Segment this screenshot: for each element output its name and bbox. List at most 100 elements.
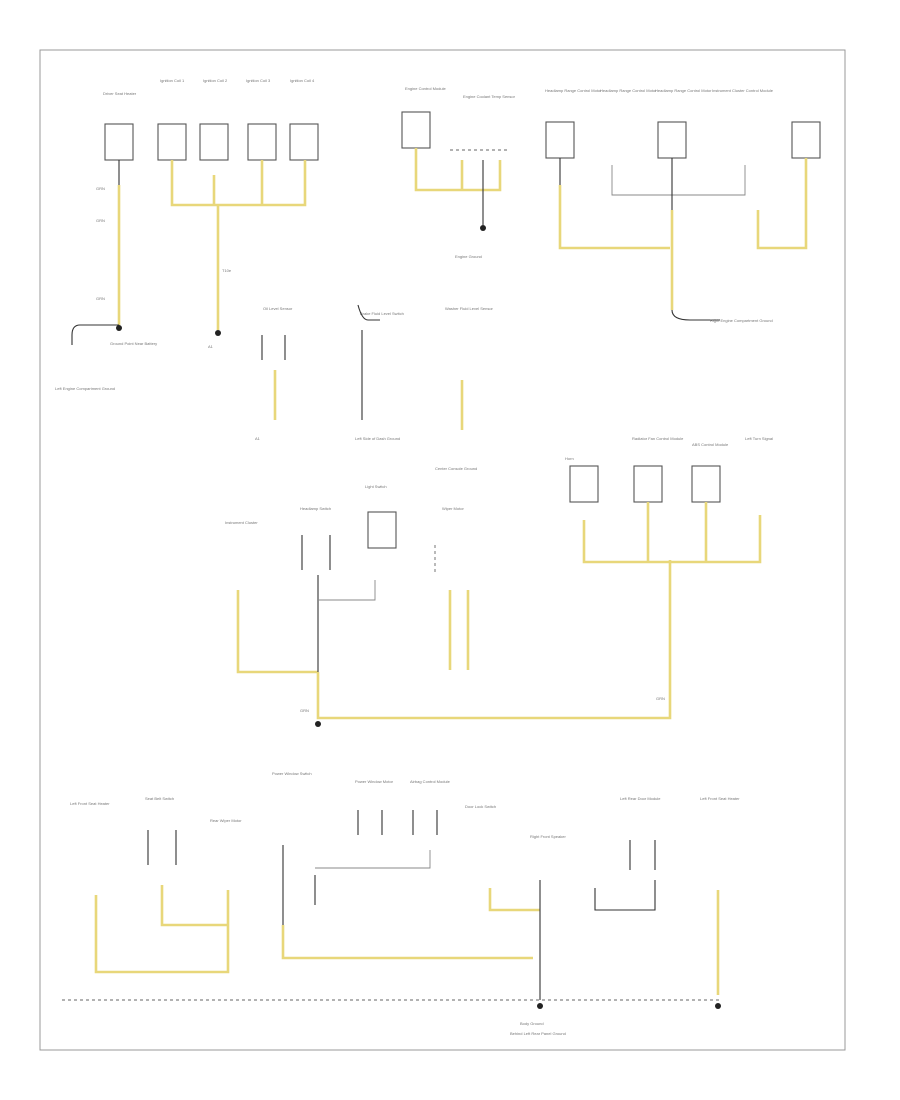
component-box [199, 123, 229, 161]
wire [756, 158, 808, 250]
component-label: Ignition Coil 3 [246, 78, 271, 83]
component-label: Instrument Cluster [225, 520, 258, 525]
component-box [104, 123, 134, 161]
connector-outline [301, 535, 331, 570]
diagram-frame [39, 49, 846, 1051]
ground-symbol [116, 325, 122, 331]
component-box [247, 123, 277, 161]
component-label: Headlamp Range Control Motor [600, 88, 657, 93]
wire [160, 885, 228, 927]
wire-label: GRN [96, 186, 105, 191]
wire [71, 324, 119, 345]
connector-outline [147, 830, 177, 865]
wire [594, 880, 656, 911]
component-label: Engine Control Module [405, 86, 446, 91]
top-middle-group: Engine Control Module Engine Coolant Tem… [401, 86, 516, 259]
wire [282, 845, 316, 925]
component-label: Ignition Coil 4 [290, 78, 315, 83]
ground-label: Behind Left Rear Panel Ground [510, 1031, 566, 1036]
connector-outline [412, 810, 438, 835]
connector-label: T10e [222, 268, 232, 273]
component-label: Headlamp Switch [300, 506, 331, 511]
component-label: Instrument Cluster Control Module [712, 88, 774, 93]
wire [671, 309, 720, 321]
component-label: Left Rear Door Module [620, 796, 661, 801]
component-label: Door Lock Switch [465, 804, 496, 809]
wire-label: GRN [656, 696, 665, 701]
component-box [569, 465, 599, 503]
ground-symbol [215, 330, 221, 336]
component-label: Left Front Seat Heater [700, 796, 740, 801]
connector-outline [261, 335, 286, 360]
wire-label: GRN [96, 218, 105, 223]
component-label: Radiator Fan Control Module [632, 436, 684, 441]
connector-outline [357, 810, 383, 835]
component-box [157, 123, 187, 161]
ground-label: Engine Ground [455, 254, 482, 259]
component-box [633, 465, 663, 503]
component-label: Ignition Coil 2 [203, 78, 228, 83]
wire-label: GRN [300, 708, 309, 713]
component-label: Horn [565, 456, 574, 461]
component-label: Seat Belt Switch [145, 796, 174, 801]
component-label: Headlamp Range Control Motor [545, 88, 602, 93]
wire [357, 304, 380, 420]
top-right-group: Headlamp Range Control Motor Headlamp Ra… [545, 88, 821, 323]
ground-symbol [315, 721, 321, 727]
component-box [791, 121, 821, 159]
wire [488, 888, 540, 912]
wire [281, 925, 533, 960]
ground-symbol [480, 225, 486, 231]
component-label: Engine Coolant Temp Sensor [463, 94, 516, 99]
component-box [367, 511, 397, 549]
ground-label: Right Engine Compartment Ground [710, 318, 773, 323]
top-left-group: Driver Seat Heater Ground Point Near Bat… [55, 78, 319, 391]
ground-label: Left Engine Compartment Ground [55, 386, 115, 391]
bottom-group: Left Front Seat Heater Seat Belt Switch … [62, 771, 740, 1036]
component-box [401, 111, 431, 149]
wire [94, 890, 230, 974]
component-label: Right Front Speaker [530, 834, 566, 839]
component-label: Driver Seat Heater [103, 91, 137, 96]
ground-label: Center Console Ground [435, 466, 477, 471]
wire [448, 590, 470, 670]
wire [611, 165, 746, 196]
connector-outline [629, 840, 656, 870]
component-label: Left Turn Signal [745, 436, 773, 441]
wire [170, 160, 307, 207]
component-box [289, 123, 319, 161]
component-label: Left Front Seat Heater [70, 801, 110, 806]
component-label: Power Window Switch [272, 771, 312, 776]
wire [318, 580, 376, 601]
component-box [545, 121, 575, 159]
wire-label: GRN [96, 296, 105, 301]
ground-symbol [715, 1003, 721, 1009]
wire [558, 185, 670, 250]
component-label: Power Window Motor [355, 779, 394, 784]
component-label: Headlamp Range Control Motor [655, 88, 712, 93]
component-box [657, 121, 687, 159]
component-label: Airbag Control Module [410, 779, 451, 784]
wire [316, 560, 672, 720]
right-middle-group: Horn Radiator Fan Control Module ABS Con… [565, 436, 773, 564]
component-label: Wiper Motor [442, 506, 464, 511]
component-label: ABS Control Module [692, 442, 729, 447]
ground-label: Left Side of Dash Ground [355, 436, 400, 441]
ground-label: A1 [255, 436, 261, 441]
ground-symbol [537, 1003, 543, 1009]
component-label: Brake Fluid Level Switch [360, 311, 404, 316]
middle-row-group: Oil Level Sensor A1 Brake Fluid Level Sw… [255, 304, 494, 471]
component-label: Rear Wiper Motor [210, 818, 242, 823]
center-group: Instrument Cluster Headlamp Switch Light… [225, 484, 672, 727]
ground-label: Body Ground [520, 1021, 544, 1026]
ground-label: A1 [208, 344, 214, 349]
wire [236, 590, 318, 674]
wire [582, 515, 762, 564]
wire [315, 850, 431, 869]
wire [414, 148, 502, 192]
component-label: Oil Level Sensor [263, 306, 293, 311]
component-label: Washer Fluid Level Sensor [445, 306, 494, 311]
component-box [691, 465, 721, 503]
ground-label: Ground Point Near Battery [110, 341, 157, 346]
